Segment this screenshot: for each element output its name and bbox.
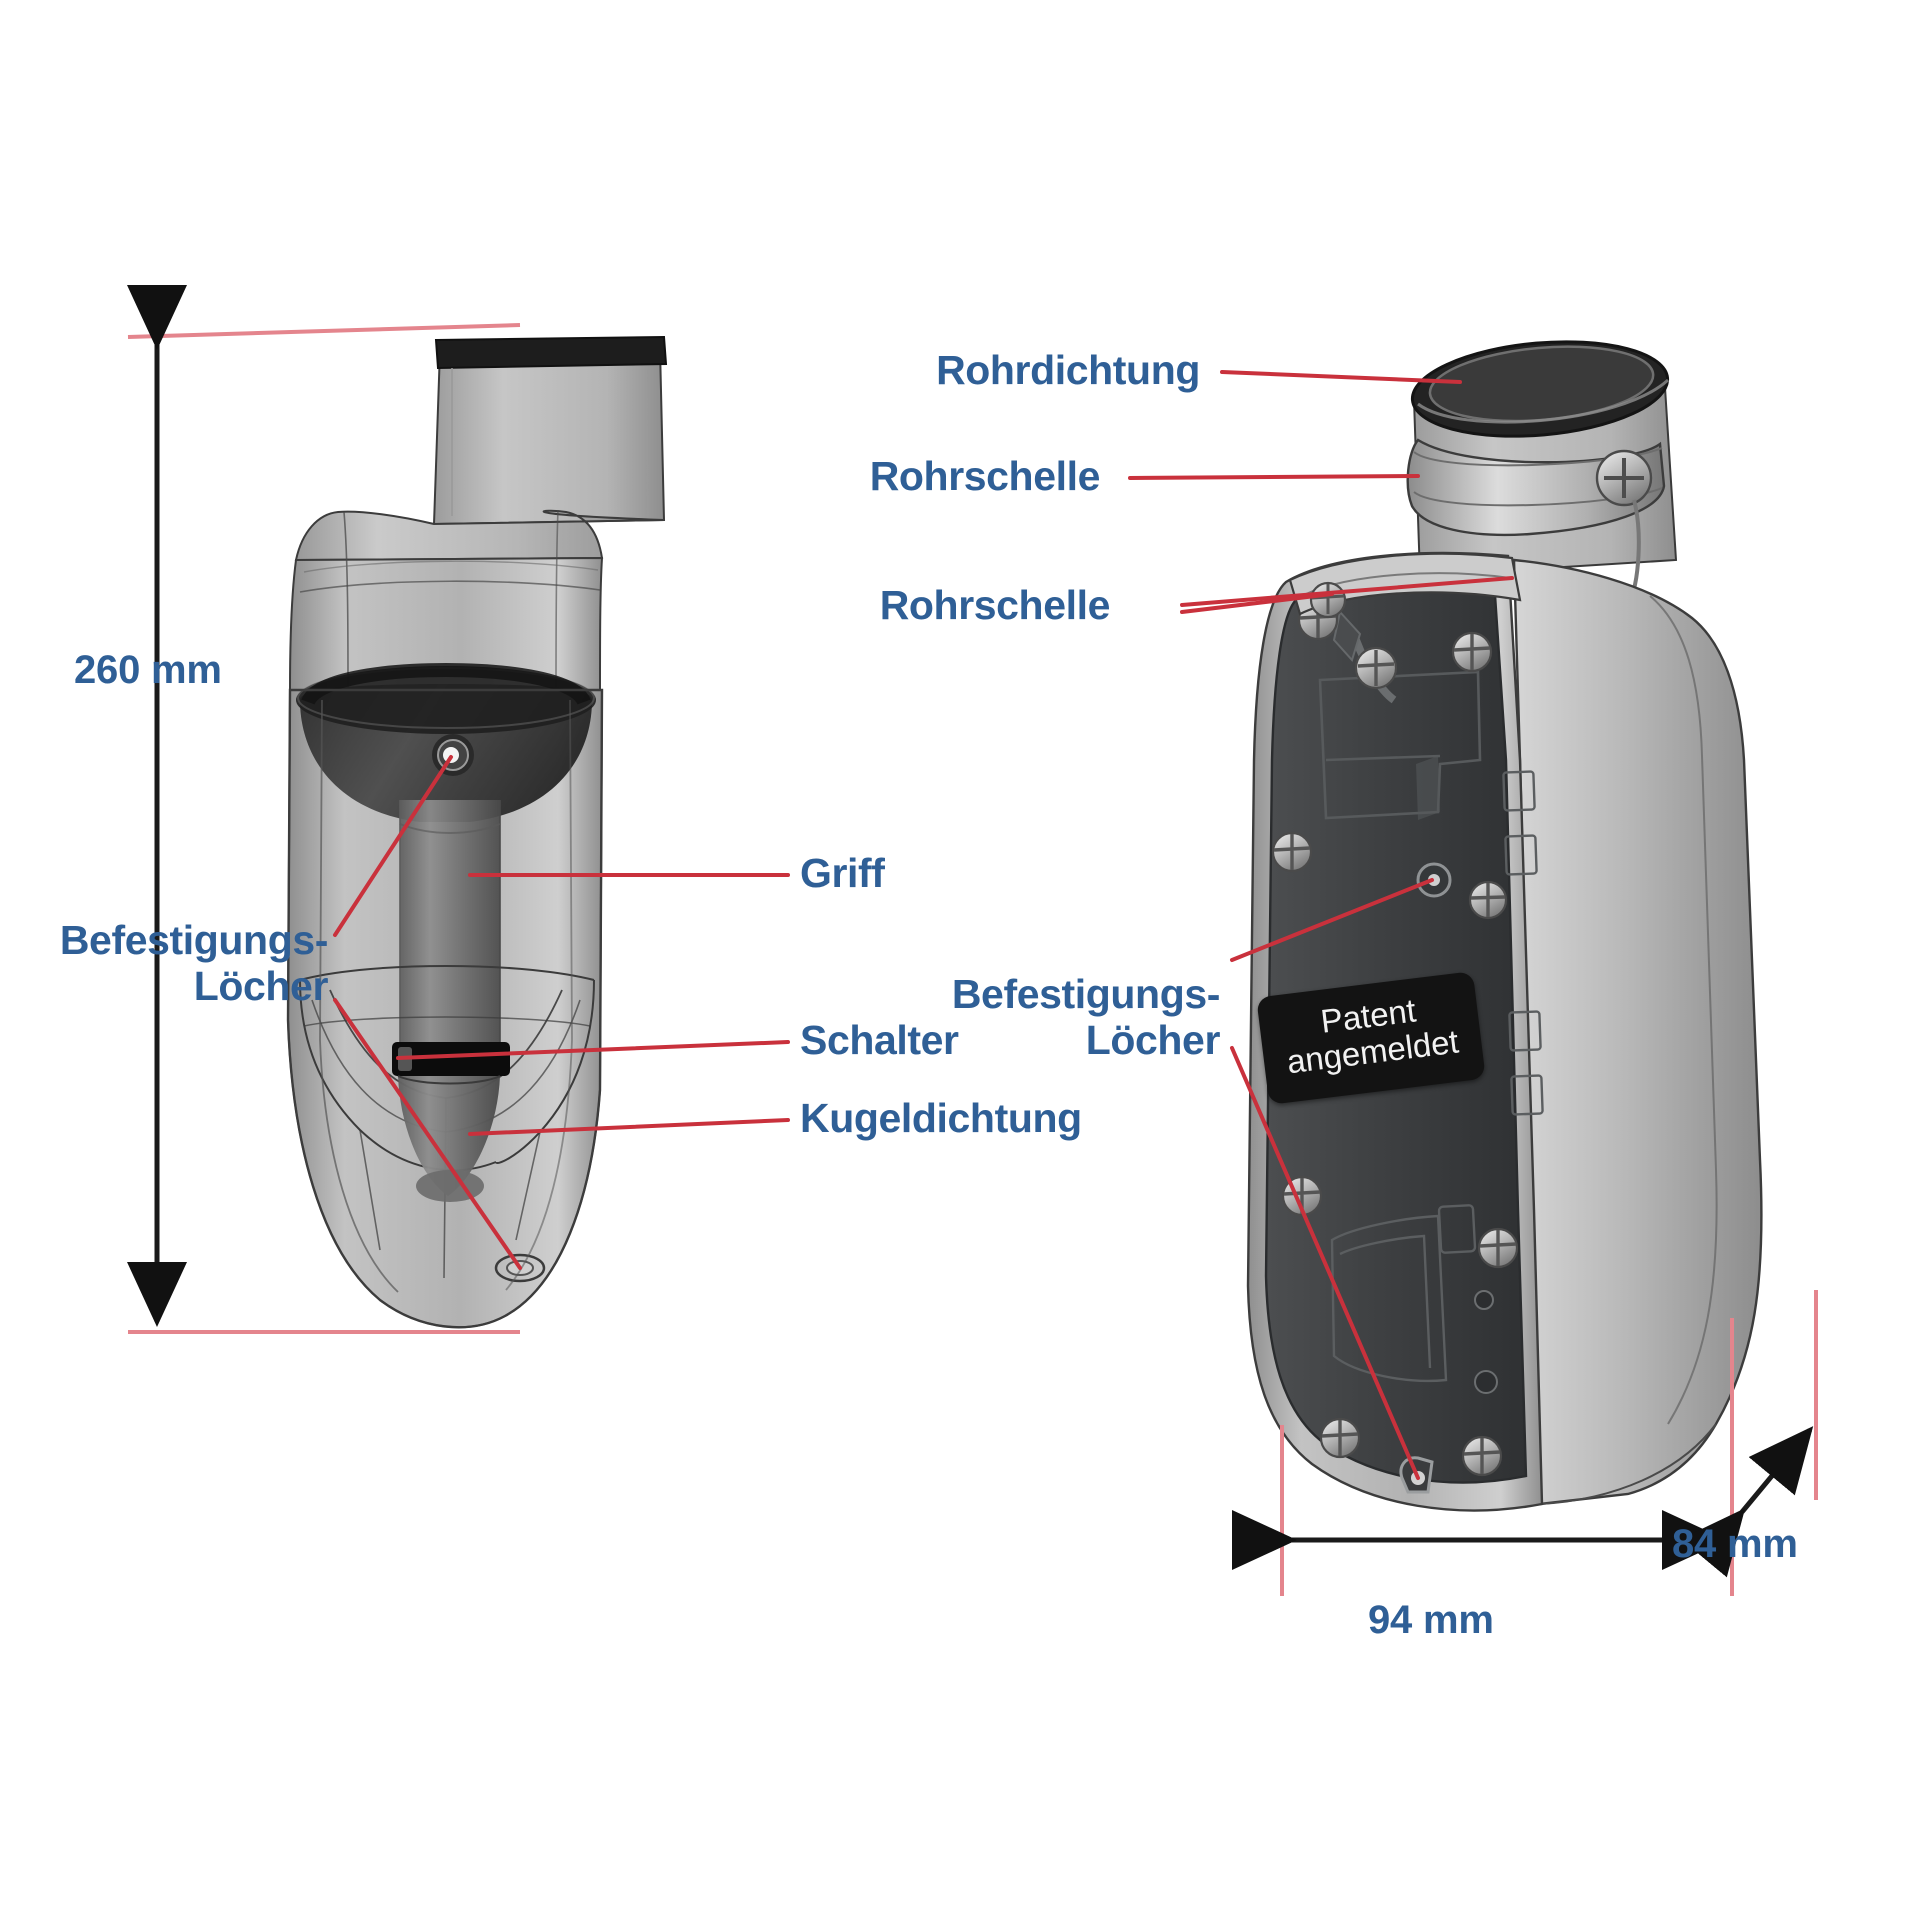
patent-plate-text: Patent angemeldet [1284, 991, 1461, 1080]
callout-label-rohrdichtung: Rohrdichtung [936, 347, 1200, 393]
left-product-illustration [286, 335, 668, 1329]
callout-label-befestigungs-loecher-right: Befestigungs- Löcher [951, 971, 1221, 1063]
callout-label-schalter: Schalter [800, 1017, 959, 1063]
callout-label-kugeldichtung: Kugeldichtung [800, 1095, 1082, 1141]
dimension-260mm: 260 mm [74, 648, 222, 692]
leader-rohrschelle-low-a [1180, 576, 1514, 607]
leader-befestigung-bottom [333, 998, 522, 1270]
panel-screws [1271, 599, 1519, 1477]
leader-lines [333, 370, 1514, 1480]
leader-befestigung-top [333, 755, 453, 937]
leader-rohrschelle-low-b [1180, 592, 1334, 614]
dim-line-84 [1680, 1426, 1814, 1578]
callout-label-rohrschelle-top: Rohrschelle [869, 453, 1101, 499]
leader-befestigung-r-bottom [1230, 1046, 1420, 1480]
callout-label-griff: Griff [800, 850, 885, 896]
leader-befestigung-r-top [1230, 878, 1434, 962]
leader-schalter [396, 1040, 790, 1060]
callout-label-befestigungs-loecher-left: Befestigungs- Löcher [59, 917, 329, 1009]
ext-line-top-left [127, 323, 521, 339]
callout-label-rohrschelle-bottom: Rohrschelle [879, 582, 1111, 628]
leader-rohrdichtung [1220, 370, 1462, 384]
dimension-lines [127, 285, 1818, 1596]
dimension-94mm: 94 mm [1368, 1598, 1494, 1642]
dimension-84mm: 84 mm [1672, 1522, 1798, 1566]
leader-kugeldichtung [468, 1118, 790, 1136]
leader-rohrschelle-top [1128, 474, 1420, 480]
